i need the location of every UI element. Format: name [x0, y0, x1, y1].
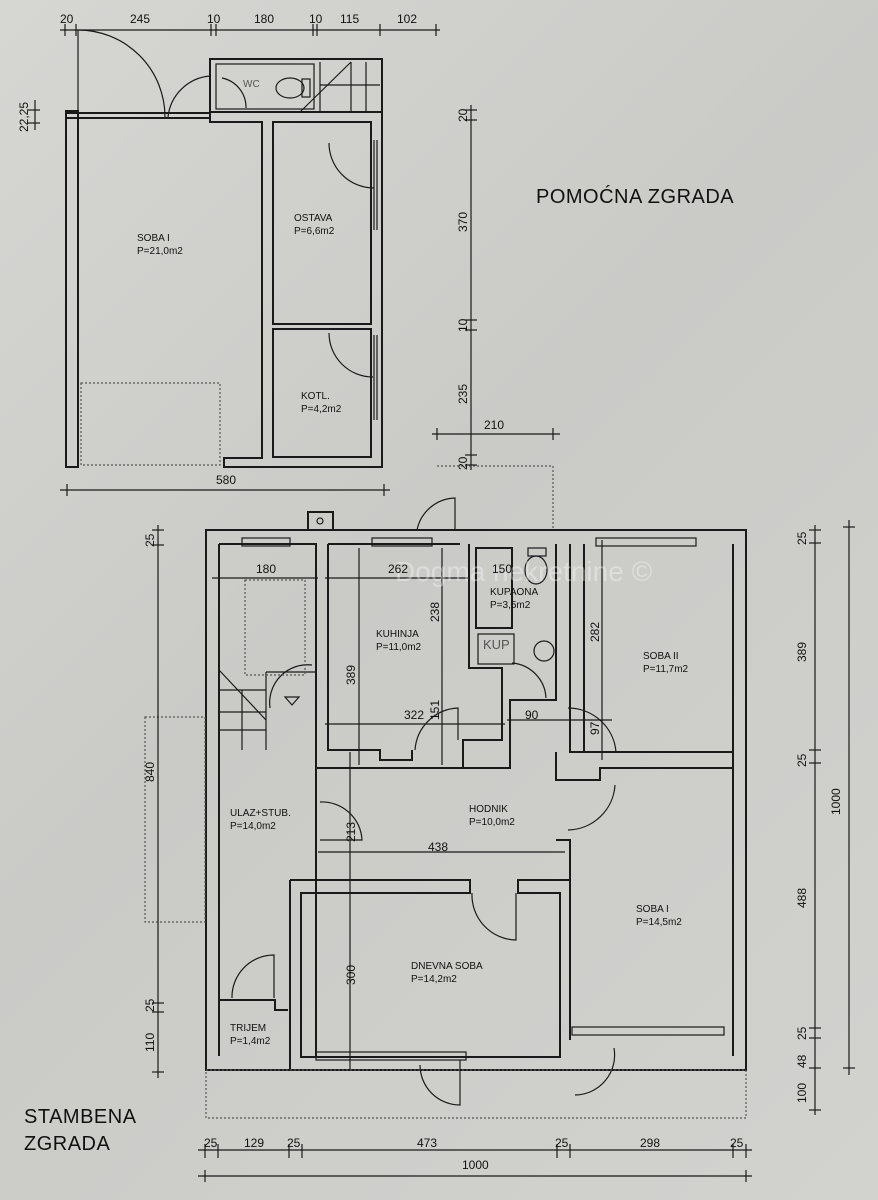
dim-house-left-0: 25 — [143, 533, 157, 547]
dim-soba2-height: 282 — [588, 621, 602, 642]
dim-house-right-total: 1000 — [829, 788, 843, 815]
dim-house-bottom-5: 298 — [640, 1136, 661, 1150]
dim-house-right-0: 25 — [795, 531, 809, 545]
house-title-line2: ZGRADA — [24, 1133, 111, 1155]
house-title-line1: STAMBENA — [24, 1106, 137, 1128]
dim-annex-top-2: 10 — [207, 12, 221, 26]
dim-annex-top-5: 115 — [340, 12, 360, 26]
annex-room-wc: WC — [243, 79, 260, 90]
dim-hall-438: 438 — [428, 840, 449, 854]
dim-annex-top-4: 10 — [309, 12, 323, 26]
dim-annex-top-3: 180 — [254, 12, 275, 26]
annex-title: POMOĆNA ZGRADA — [536, 186, 735, 208]
dim-hall-90: 90 — [525, 708, 539, 722]
dim-house-right-1: 389 — [795, 641, 809, 662]
dim-annex-right-1: 370 — [456, 211, 470, 232]
dim-annex-top-0: 20 — [60, 12, 74, 26]
dim-house-bottom-3: 473 — [417, 1136, 438, 1150]
dim-soba2-97: 97 — [588, 721, 602, 735]
dim-annex-top-6: 102 — [397, 12, 418, 26]
room-kup-label: KUP — [483, 637, 510, 652]
dim-house-bottom-0: 25 — [204, 1136, 218, 1150]
dim-house-bottom-6: 25 — [730, 1136, 744, 1150]
dim-house-left-2: 25 — [143, 998, 157, 1012]
dim-house-bottom-2: 25 — [287, 1136, 301, 1150]
dim-kitchen-height: 389 — [344, 664, 358, 685]
dim-house-left-1: 840 — [143, 761, 157, 782]
room-ulaz-stubiste: ULAZ+STUB.P=14,0m2 — [230, 808, 291, 832]
dim-house-right-6: 100 — [795, 1082, 809, 1103]
annex-room-kotlovnica: KOTL.P=4,2m2 — [301, 391, 342, 415]
dim-annex-top-1: 245 — [130, 12, 151, 26]
dim-annex-right-2: 10 — [456, 318, 470, 332]
dim-annex-bottom: 580 — [216, 473, 237, 487]
dim-house-right-4: 25 — [795, 1026, 809, 1040]
dim-house-right-5: 48 — [795, 1054, 809, 1068]
dim-living-height: 300 — [344, 964, 358, 985]
dim-house-right-2: 25 — [795, 753, 809, 767]
watermark: Dogma nekretnine © — [395, 556, 653, 587]
dim-bath-width: 150 — [492, 562, 513, 576]
dim-house-right-3: 488 — [795, 887, 809, 908]
dim-annex-right-3: 235 — [456, 383, 470, 404]
dim-house-bottom-1: 129 — [244, 1136, 265, 1150]
dim-annex-right-4: 20 — [456, 456, 470, 470]
dim-hall-213: 213 — [344, 821, 358, 842]
dim-kitchen-width-2: 322 — [404, 708, 425, 722]
dim-kitchen-height-2: 238 — [428, 601, 442, 622]
dim-annex-left-0: 22,25 — [17, 101, 31, 132]
dim-kitchen-151: 151 — [428, 699, 442, 720]
dim-kitchen-width: 262 — [388, 562, 409, 576]
dim-annex-step: 210 — [484, 418, 505, 432]
dim-house-bottom-4: 25 — [555, 1136, 569, 1150]
dim-house-bottom-total: 1000 — [462, 1158, 489, 1172]
dim-house-left-3: 110 — [143, 1032, 157, 1052]
dim-stair-width: 180 — [256, 562, 277, 576]
dim-annex-right-0: 20 — [456, 108, 470, 122]
